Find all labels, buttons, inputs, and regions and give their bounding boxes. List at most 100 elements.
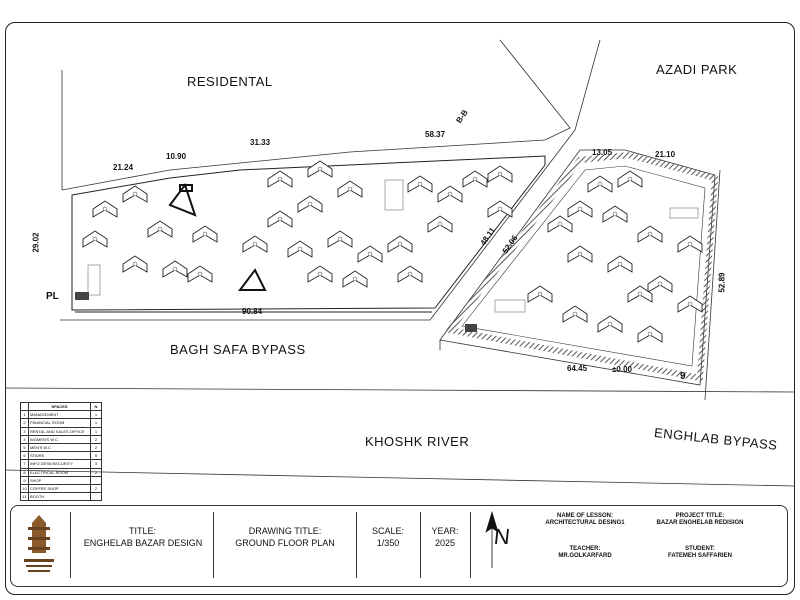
title-separator	[420, 512, 421, 578]
booth-marker	[687, 301, 693, 307]
booth-marker	[252, 241, 258, 247]
electrical-room	[75, 292, 89, 300]
stairs	[87, 179, 699, 313]
drawing-frame	[5, 22, 795, 595]
title-separator	[470, 512, 471, 578]
scale-label: SCALE:	[371, 526, 404, 536]
booth-marker	[397, 241, 403, 247]
booth-marker	[297, 246, 303, 252]
title-label: TITLE:	[128, 526, 156, 536]
electrical-room	[465, 324, 477, 332]
booth-marker	[607, 321, 613, 327]
year-label: YEAR:	[431, 526, 459, 536]
title-separator	[70, 512, 71, 578]
booth-marker	[497, 171, 503, 177]
booth-marker	[572, 311, 578, 317]
teacher-label: TEACHER:	[569, 546, 601, 552]
booth-marker	[407, 271, 413, 277]
booth-marker	[317, 271, 323, 277]
booth-marker	[202, 231, 208, 237]
year-value: 2025	[434, 538, 456, 548]
booth-marker	[197, 271, 203, 277]
north-arrow-icon	[485, 510, 499, 568]
booth-marker	[627, 176, 633, 182]
lesson-value: ARCHITECTURAL DESING1	[545, 520, 625, 526]
booth-marker	[647, 231, 653, 237]
booth-marker	[612, 211, 618, 217]
north-letter: N	[492, 524, 512, 549]
pl-mark: PL	[46, 291, 59, 302]
booth-marker	[102, 206, 108, 212]
dim-west-2: 10.90	[166, 152, 187, 161]
dim-east-top-1: 13.05	[592, 148, 613, 157]
special-spaces	[168, 182, 267, 291]
booth-marker	[277, 176, 283, 182]
drawing-title-label: DRAWING TITLE:	[248, 526, 322, 536]
booth-marker	[637, 291, 643, 297]
dim-east-top-2: 21.10	[655, 150, 676, 159]
booth-marker	[597, 181, 603, 187]
booth-marker	[132, 191, 138, 197]
booth-marker	[472, 176, 478, 182]
legend-header-name: SPACES	[28, 401, 91, 412]
shop-clusters	[82, 160, 703, 343]
booth-marker	[337, 236, 343, 242]
booth-marker	[307, 201, 313, 207]
level-mark: ±0.00	[612, 365, 632, 374]
bagh-safa-label: BAGH SAFA BYPASS	[170, 342, 306, 357]
booth-marker	[367, 251, 373, 257]
booth-marker	[557, 221, 563, 227]
booth-marker	[497, 206, 503, 212]
river-label: KHOSHK RIVER	[365, 434, 470, 449]
park-label: AZADI PARK	[656, 62, 738, 77]
lesson-label: NAME OF LESSON:	[556, 513, 613, 519]
booth-marker	[317, 166, 323, 172]
booth-marker	[417, 181, 423, 187]
drawing-title-value: GROUND FLOOR PLAN	[235, 538, 335, 548]
dim-height-left: 29.02	[31, 232, 41, 253]
title-separator	[356, 512, 357, 578]
student-label: STUDENT:	[685, 546, 715, 552]
university-logo	[24, 515, 54, 572]
east-building-wall	[444, 151, 719, 382]
booth-marker	[132, 261, 138, 267]
booth-marker	[577, 206, 583, 212]
dim-east-bottom: 64.45	[567, 364, 588, 373]
booth-marker	[577, 251, 583, 257]
project-value: BAZAR ENGHELAB REDISIGN	[656, 520, 744, 526]
student-value: FATEMEH SAFFARIEN	[668, 553, 732, 559]
dim-bottom-left: 90.84	[242, 307, 263, 316]
teacher-value: MR.GOLKARFARD	[558, 553, 612, 559]
booth-marker	[617, 261, 623, 267]
booth-marker	[647, 331, 653, 337]
legend-header-count: N	[90, 401, 102, 412]
booth-marker	[92, 236, 98, 242]
booth-marker	[157, 226, 163, 232]
booth-marker	[347, 186, 353, 192]
dim-west-1: 21.24	[113, 163, 134, 172]
booth-marker	[447, 191, 453, 197]
project-label: PROJECT TITLE:	[675, 513, 725, 519]
dim-north-mid: 31.33	[250, 138, 271, 147]
booth-marker	[687, 241, 693, 247]
west-building	[71, 155, 546, 313]
scale-value: 1/350	[376, 538, 400, 548]
title-block	[10, 505, 788, 587]
title-separator	[213, 512, 214, 578]
dim-east-corner: 9	[680, 371, 686, 382]
booth-marker	[537, 291, 543, 297]
booth-marker	[277, 216, 283, 222]
dim-north-east: 58.37	[425, 130, 446, 139]
residential-label: RESIDENTAL	[187, 74, 273, 89]
